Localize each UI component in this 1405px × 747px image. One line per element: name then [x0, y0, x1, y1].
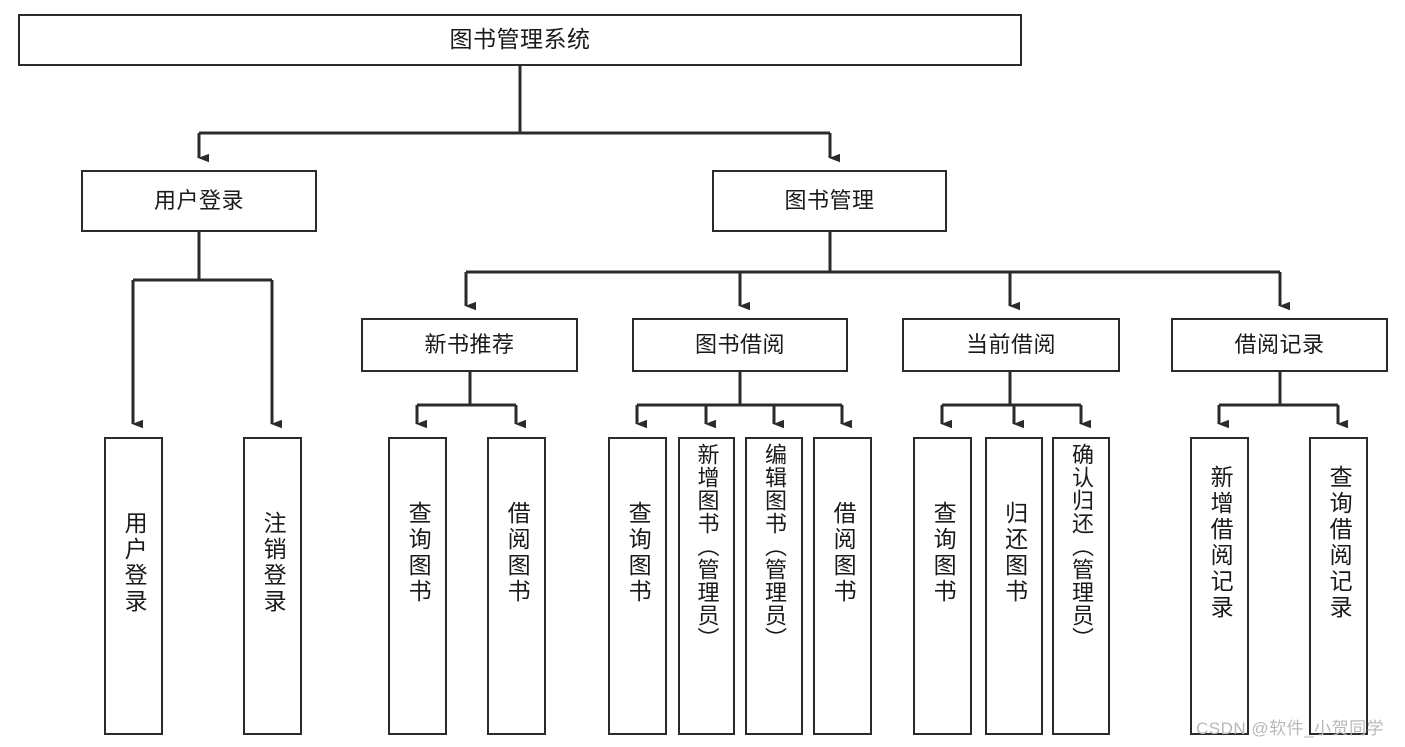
node-book-borrow-label: 图书借阅 — [694, 332, 785, 358]
node-borrow-record-label: 借阅记录 — [1234, 332, 1325, 358]
node-leaf-confirm-return-label: 确认归还（管理员） — [1068, 443, 1094, 650]
node-leaf-user-logout[interactable]: 注销登录 — [243, 437, 302, 735]
node-borrow-record[interactable]: 借阅记录 — [1171, 318, 1388, 372]
node-leaf-user-logout-label: 注销登录 — [260, 511, 287, 615]
node-leaf-edit-book[interactable]: 编辑图书（管理员） — [745, 437, 803, 735]
node-leaf-query-borrow-record[interactable]: 查询借阅记录 — [1309, 437, 1368, 735]
node-book-management-label: 图书管理 — [784, 188, 875, 214]
node-book-borrow[interactable]: 图书借阅 — [632, 318, 848, 372]
node-leaf-query-book-1[interactable]: 查询图书 — [388, 437, 447, 735]
node-leaf-add-borrow-record[interactable]: 新增借阅记录 — [1190, 437, 1249, 735]
node-leaf-add-book-label: 新增图书（管理员） — [694, 443, 720, 650]
node-leaf-return-book-label: 归还图书 — [1001, 501, 1028, 605]
node-leaf-query-book-2-label: 查询图书 — [625, 501, 652, 605]
node-leaf-borrow-book-2-label: 借阅图书 — [830, 501, 857, 605]
node-root-label: 图书管理系统 — [449, 26, 591, 53]
node-leaf-query-book-3-label: 查询图书 — [930, 501, 957, 605]
node-new-book-recommend[interactable]: 新书推荐 — [361, 318, 578, 372]
node-leaf-edit-book-label: 编辑图书（管理员） — [761, 443, 787, 650]
node-leaf-add-book[interactable]: 新增图书（管理员） — [678, 437, 735, 735]
node-leaf-query-book-3[interactable]: 查询图书 — [913, 437, 972, 735]
node-current-borrow-label: 当前借阅 — [965, 332, 1056, 358]
node-leaf-query-borrow-record-label: 查询借阅记录 — [1326, 465, 1353, 621]
node-leaf-add-borrow-record-label: 新增借阅记录 — [1207, 465, 1234, 621]
node-book-management[interactable]: 图书管理 — [712, 170, 947, 232]
node-leaf-confirm-return[interactable]: 确认归还（管理员） — [1052, 437, 1110, 735]
node-leaf-borrow-book-1-label: 借阅图书 — [504, 501, 531, 605]
node-root[interactable]: 图书管理系统 — [18, 14, 1022, 66]
node-leaf-user-login[interactable]: 用户登录 — [104, 437, 163, 735]
node-new-book-recommend-label: 新书推荐 — [424, 332, 515, 358]
csdn-watermark: CSDN @软件_小贺同学 — [1196, 719, 1385, 738]
node-user-login[interactable]: 用户登录 — [81, 170, 317, 232]
node-current-borrow[interactable]: 当前借阅 — [902, 318, 1120, 372]
node-leaf-user-login-label: 用户登录 — [121, 511, 148, 615]
node-leaf-borrow-book-2[interactable]: 借阅图书 — [813, 437, 872, 735]
node-leaf-query-book-1-label: 查询图书 — [405, 501, 432, 605]
node-user-login-label: 用户登录 — [153, 188, 244, 214]
node-leaf-query-book-2[interactable]: 查询图书 — [608, 437, 667, 735]
node-leaf-return-book[interactable]: 归还图书 — [985, 437, 1043, 735]
node-leaf-borrow-book-1[interactable]: 借阅图书 — [487, 437, 546, 735]
